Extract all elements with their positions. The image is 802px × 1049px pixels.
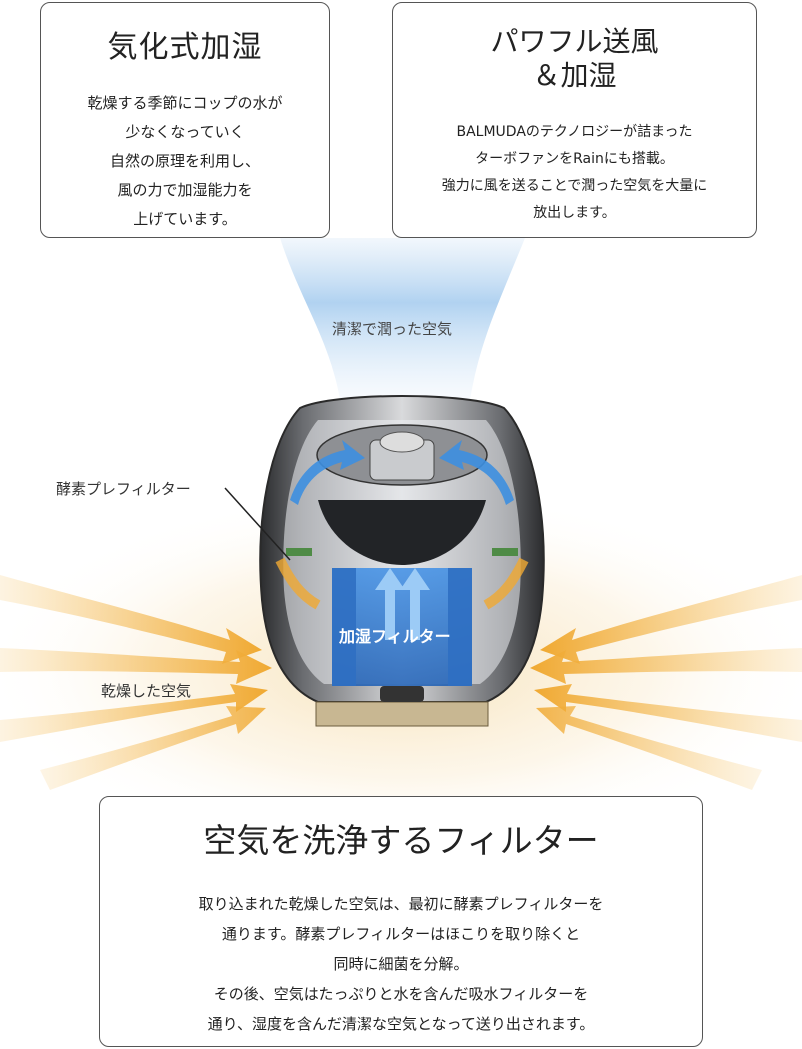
powerful-airflow-box: パワフル送風 ＆加湿 BALMUDAのテクノロジーが詰まった ターボファンをRa… [392,2,757,238]
dry-air-label: 乾燥した空気 [101,682,192,700]
evaporative-humidification-title: 気化式加湿 [107,30,263,65]
evaporative-humidification-body: 乾燥する季節にコップの水が 少なくなっていく 自然の原理を利用し、 風の力で加湿… [87,94,283,228]
humidifier-cutaway [259,395,545,727]
prefilter-leader-line [224,487,291,561]
clean-air-flow [280,238,525,400]
dry-air-arrows-left [0,575,272,790]
dry-air-arrows-right [530,575,802,790]
prefilter-label: 酵素プレフィルター [56,480,191,498]
powerful-airflow-title: パワフル送風 ＆加湿 [490,25,659,92]
evaporative-humidification-box: 気化式加湿 乾燥する季節にコップの水が 少なくなっていく 自然の原理を利用し、 … [40,2,330,238]
powerful-airflow-body: BALMUDAのテクノロジーが詰まった ターボファンをRainにも搭載。 強力に… [441,124,708,221]
clean-air-label: 清潔で潤った空気 [332,320,453,338]
air-cleaning-filter-box: 空気を洗浄するフィルター 取り込まれた乾燥した空気は、最初に酵素プレフィルターを… [99,796,703,1047]
humidify-filter-label: 加湿フィルター [339,627,451,646]
air-cleaning-filter-title: 空気を洗浄するフィルター [203,821,599,860]
air-cleaning-filter-body: 取り込まれた乾燥した空気は、最初に酵素プレフィルターを 通ります。酵素プレフィル… [198,895,604,1033]
